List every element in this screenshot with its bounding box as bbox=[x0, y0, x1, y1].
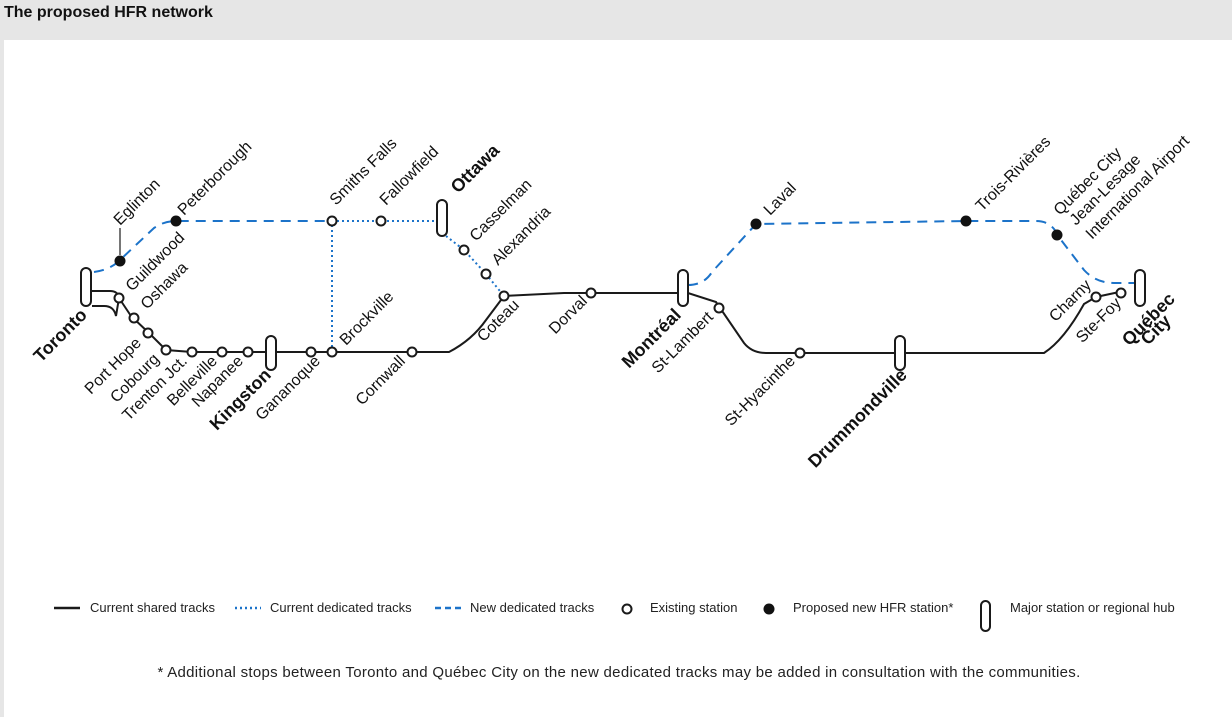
station-laval[interactable] bbox=[750, 218, 762, 230]
station-oshawa[interactable] bbox=[128, 312, 140, 324]
station-gananoque[interactable] bbox=[305, 346, 317, 358]
station-jean-lesage[interactable] bbox=[1051, 229, 1063, 241]
legend: Current shared tracks Current dedicated … bbox=[54, 600, 1175, 632]
new-track-montreal-quebec bbox=[687, 220, 1140, 286]
station-casselman[interactable] bbox=[458, 244, 470, 256]
legend-proposed-label: Proposed new HFR station* bbox=[793, 600, 953, 615]
station-dorval[interactable] bbox=[585, 287, 597, 299]
label-brockville: Brockville bbox=[337, 288, 398, 349]
station-port-hope[interactable] bbox=[142, 327, 154, 339]
label-eglinton: Eglinton bbox=[111, 176, 164, 229]
station-cornwall[interactable] bbox=[406, 346, 418, 358]
station-smiths-falls[interactable] bbox=[326, 215, 338, 227]
map-panel: Eglinton Peterborough Guildwood Oshawa S… bbox=[4, 40, 1232, 717]
station-eglinton[interactable] bbox=[114, 255, 126, 267]
hub-kingston[interactable] bbox=[265, 335, 277, 371]
legend-hub-label: Major station or regional hub bbox=[1010, 600, 1175, 615]
label-trois-rivieres: Trois-Rivières bbox=[973, 133, 1054, 214]
station-ste-foy[interactable] bbox=[1115, 287, 1127, 299]
dedicated-track-ottawa-coteau bbox=[445, 235, 505, 297]
legend-shared-label: Current shared tracks bbox=[90, 600, 215, 615]
label-peterborough: Peterborough bbox=[175, 138, 256, 219]
station-coteau[interactable] bbox=[498, 290, 510, 302]
label-dorval: Dorval bbox=[546, 293, 591, 338]
legend-current-dedicated-label: Current dedicated tracks bbox=[270, 600, 412, 615]
footnote: * Additional stops between Toronto and Q… bbox=[157, 664, 1080, 681]
label-drummondville: Drummondville bbox=[804, 365, 911, 472]
station-cobourg[interactable] bbox=[160, 344, 172, 356]
hub-quebec-city[interactable] bbox=[1134, 269, 1146, 307]
station-peterborough[interactable] bbox=[170, 215, 182, 227]
page-title: The proposed HFR network bbox=[4, 4, 213, 21]
legend-hub-icon bbox=[980, 600, 991, 632]
new-track-toronto-smiths-falls bbox=[93, 220, 332, 273]
station-trenton[interactable] bbox=[186, 346, 198, 358]
station-charny[interactable] bbox=[1090, 291, 1102, 303]
station-trois-rivieres[interactable] bbox=[960, 215, 972, 227]
label-cornwall: Cornwall bbox=[353, 353, 409, 409]
network-map: Eglinton Peterborough Guildwood Oshawa S… bbox=[30, 132, 1194, 681]
header: The proposed HFR network bbox=[0, 0, 1232, 40]
label-laval: Laval bbox=[761, 180, 800, 219]
legend-existing-label: Existing station bbox=[650, 600, 737, 615]
hub-montreal[interactable] bbox=[677, 269, 689, 307]
station-st-lambert[interactable] bbox=[713, 302, 725, 314]
station-fallowfield[interactable] bbox=[375, 215, 387, 227]
hub-ottawa[interactable] bbox=[436, 199, 448, 237]
station-belleville[interactable] bbox=[216, 346, 228, 358]
hub-drummondville[interactable] bbox=[894, 335, 906, 371]
legend-existing-icon bbox=[621, 603, 633, 615]
station-alexandria[interactable] bbox=[480, 268, 492, 280]
station-brockville[interactable] bbox=[326, 346, 338, 358]
legend-proposed-icon bbox=[763, 603, 775, 615]
label-st-hyacinthe: St-Hyacinthe bbox=[722, 353, 799, 430]
legend-new-dedicated-label: New dedicated tracks bbox=[470, 600, 595, 615]
station-napanee[interactable] bbox=[242, 346, 254, 358]
station-guildwood[interactable] bbox=[113, 292, 125, 304]
label-ottawa: Ottawa bbox=[447, 140, 504, 197]
shared-track-toronto-quebec bbox=[92, 290, 1125, 354]
label-toronto: Toronto bbox=[30, 305, 91, 366]
station-st-hyacinthe[interactable] bbox=[794, 347, 806, 359]
hub-toronto[interactable] bbox=[80, 267, 92, 307]
